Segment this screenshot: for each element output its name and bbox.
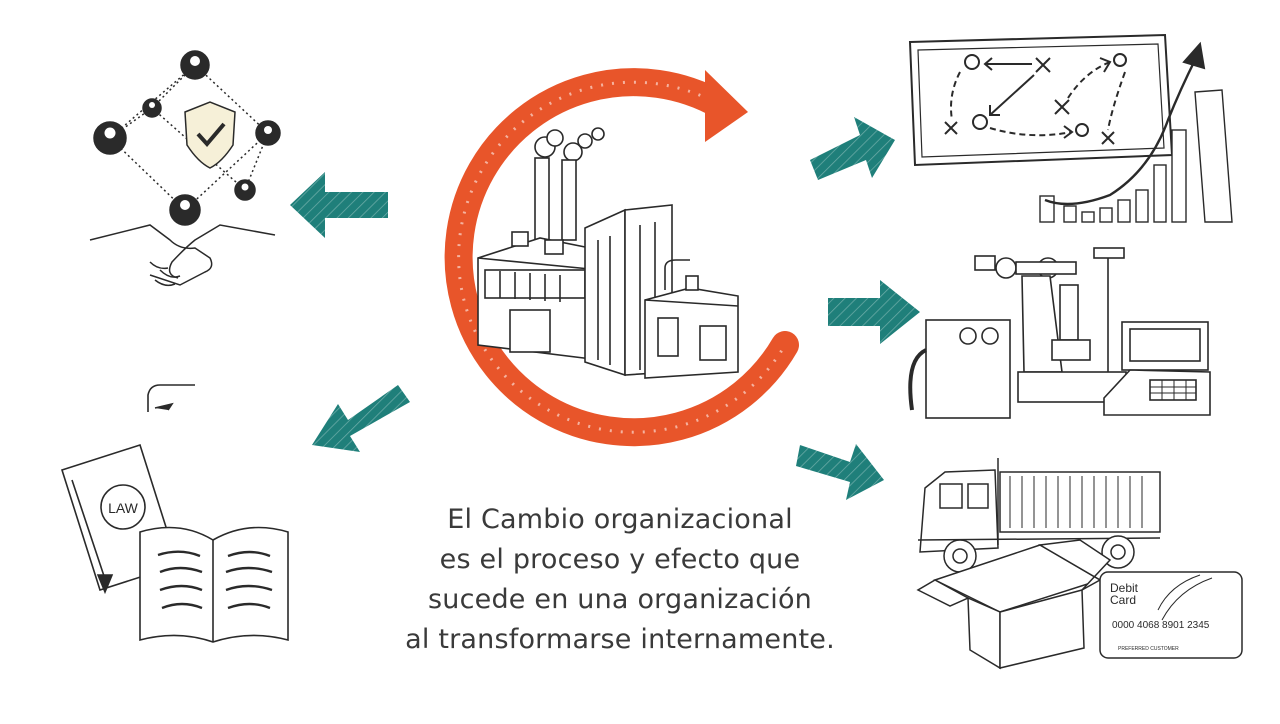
card-title-line1: Debit	[1110, 581, 1139, 595]
arrow-to-top-left-icon	[290, 172, 388, 238]
arrow-to-middle-right-icon	[828, 280, 920, 344]
factory-icon	[477, 127, 739, 379]
strategy-board-growth-chart-icon	[908, 33, 1233, 223]
caption-line-2: es el proceso y efecto que	[439, 544, 801, 575]
card-title-line2: Card	[1110, 593, 1136, 607]
card-number: 0000 4068 8901 2345	[1112, 620, 1210, 631]
arrow-to-bottom-right-icon	[796, 444, 884, 500]
caption-line-4: al transformarse internamente.	[405, 624, 835, 655]
arrow-to-bottom-left-icon	[312, 385, 410, 452]
caption-line-3: sucede en una organización	[428, 584, 812, 615]
industrial-machines-icon	[908, 247, 1211, 419]
law-label: LAW	[108, 500, 139, 516]
law-books-icon: LAW	[60, 384, 289, 643]
card-holder: PREFERRED CUSTOMER	[1118, 646, 1179, 652]
caption-line-1: El Cambio organizacional	[447, 504, 793, 535]
cycle-arrow-icon	[444, 68, 799, 447]
truck-box-debit-card-icon: Debit Card 0000 4068 8901 2345 PREFERRED…	[916, 458, 1243, 670]
diagram-caption: El Cambio organizacional es el proceso y…	[360, 500, 880, 660]
arrow-to-top-right-icon	[810, 117, 895, 180]
network-handshake-security-icon	[89, 50, 281, 287]
